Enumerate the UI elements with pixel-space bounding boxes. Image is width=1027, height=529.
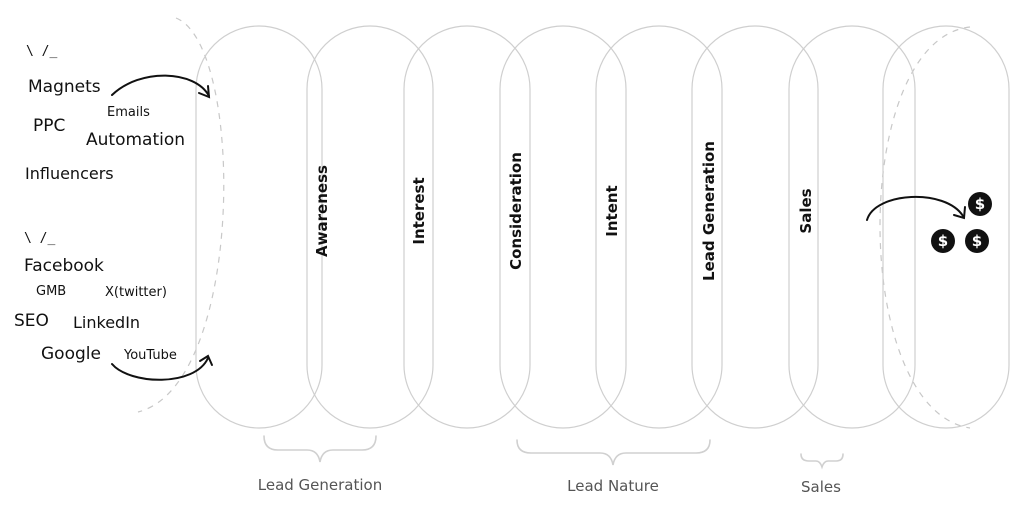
stage-capsule [403,25,531,429]
left-dashed-arc [137,17,225,413]
sparkle-icon: \ /_ [24,231,56,246]
stage-capsule [788,25,916,429]
stage-label-lead-generation: Lead Generation [700,141,718,281]
dollar-coin-icon: $ [931,229,955,253]
arrow-top-in [111,74,210,97]
source-seo: SEO [14,311,49,331]
source-google: Google [41,344,101,364]
stage-capsule [499,25,627,429]
source-influencers: Influencers [25,164,114,183]
stage-labels: Awareness Interest Consideration Intent Lead… [313,141,815,281]
stage-label-intent: Intent [603,185,621,236]
right-dashed-arc [879,26,971,429]
brace-lead-generation [263,435,377,463]
sparkle-icon: \ /_ [26,44,58,59]
arrow-bottom-in-head [199,354,213,366]
dollar-coin-icon: $ [965,229,989,253]
stage-label-awareness: Awareness [313,165,331,257]
group-label-lead-generation: Lead Generation [258,476,382,494]
dollar-coin-icon: $ [968,192,992,216]
stage-capsule [691,25,819,429]
source-youtube: YouTube [124,348,177,363]
group-label-sales: Sales [801,478,841,496]
stage-label-interest: Interest [410,177,428,244]
source-emails: Emails [107,105,150,120]
source-ppc: PPC [33,116,66,136]
stage-capsules [195,25,1010,429]
source-facebook: Facebook [24,256,104,276]
arrow-out-head [953,206,966,220]
stage-label-sales: Sales [797,188,815,233]
arrow-top-in-head [198,85,211,99]
source-x-twitter: X(twitter) [105,285,167,300]
group-label-lead-nature: Lead Nature [567,477,659,495]
stage-capsule [595,25,723,429]
stage-capsule [882,25,1010,429]
source-automation: Automation [86,130,186,150]
stage-capsule [195,25,323,429]
brace-lead-nature [516,439,711,466]
brace-sales [800,453,844,470]
source-magnets: Magnets [28,77,101,97]
stage-capsule [306,25,434,429]
source-gmb: GMB [36,284,67,299]
arrow-bottom-in [111,357,209,381]
arrow-out [866,196,964,221]
source-linkedin: LinkedIn [73,313,141,332]
stage-label-consideration: Consideration [507,152,525,270]
